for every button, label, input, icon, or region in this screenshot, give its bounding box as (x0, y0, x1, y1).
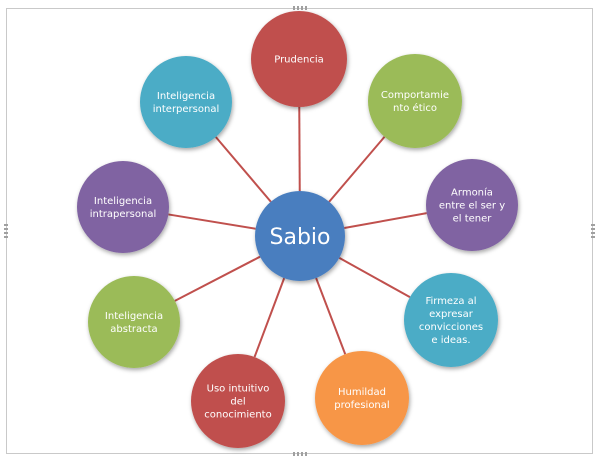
node-armonia[interactable]: Armonía entre el ser y el tener (426, 159, 518, 251)
resize-handle-left[interactable] (4, 224, 8, 238)
node-label-line: Armonía (451, 187, 493, 199)
connector-uso-intuitivo (253, 277, 286, 358)
resize-handle-right[interactable] (591, 224, 595, 238)
node-firmeza[interactable]: Firmeza al expresar convicciones e ideas. (404, 273, 498, 367)
node-label-line: profesional (334, 400, 389, 411)
center-label: Sabio (270, 225, 331, 250)
node-circle-inteligencia-intrapersonal[interactable] (77, 161, 169, 253)
node-label-line: Inteligencia (94, 196, 152, 207)
node-label-line: Inteligencia (105, 311, 163, 322)
connector-humildad (315, 277, 347, 355)
node-circle-prudencia[interactable] (251, 11, 347, 107)
node-circle-inteligencia-abstracta[interactable] (88, 276, 180, 368)
connector-inteligencia-abstracta (174, 255, 261, 302)
node-inteligencia-abstracta[interactable]: Inteligencia abstracta (88, 276, 180, 368)
node-label-inteligencia-intrapersonal: Inteligencia intrapersonal (90, 196, 156, 220)
node-circle-uso-intuitivo[interactable] (191, 354, 285, 448)
node-label-line: Humildad (338, 387, 386, 398)
node-label-line: del (230, 397, 245, 408)
node-label-line: Comportamie (381, 90, 449, 101)
node-humildad[interactable]: Humildad profesional (315, 351, 409, 445)
node-circle-firmeza[interactable] (404, 273, 498, 367)
node-label-humildad: Humildad profesional (334, 387, 389, 411)
center-circle[interactable] (255, 191, 345, 281)
node-label-line: Inteligencia (157, 91, 215, 102)
node-label-line: Uso intuitivo (207, 384, 270, 395)
node-label-line: entre el ser y (439, 201, 505, 212)
connector-lines (168, 106, 427, 358)
node-label-line: convicciones (419, 322, 483, 333)
resize-handle-bottom[interactable] (293, 452, 307, 456)
node-label-firmeza: Firmeza al expresar convicciones e ideas. (419, 296, 483, 346)
node-label-armonia: Armonía entre el ser y el tener (439, 187, 505, 225)
connector-comportamiento-etico (328, 136, 386, 203)
connector-inteligencia-interpersonal (215, 136, 272, 203)
node-label-inteligencia-interpersonal: Inteligencia interpersonal (153, 91, 219, 115)
node-circle-armonia[interactable] (426, 159, 518, 251)
node-label-line: e ideas. (431, 335, 470, 346)
node-label-line: intrapersonal (90, 209, 156, 220)
node-circle-inteligencia-interpersonal[interactable] (140, 56, 232, 148)
node-circle-humildad[interactable] (315, 351, 409, 445)
connector-firmeza (338, 257, 411, 299)
node-label-line: conocimiento (204, 410, 271, 421)
node-label-line: interpersonal (153, 104, 219, 115)
node-inteligencia-intrapersonal[interactable]: Inteligencia intrapersonal (77, 161, 169, 253)
node-uso-intuitivo[interactable]: Uso intuitivo del conocimiento (191, 354, 285, 448)
node-label-line: expresar (429, 309, 474, 320)
node-label-line: abstracta (110, 324, 157, 335)
resize-handle-top[interactable] (293, 6, 307, 10)
node-label-line: Firmeza al (425, 296, 476, 307)
node-label-inteligencia-abstracta: Inteligencia abstracta (105, 311, 163, 335)
node-circle-comportamiento-etico[interactable] (368, 54, 462, 148)
node-label-prudencia: Prudencia (274, 55, 324, 66)
center-node[interactable]: Sabio (255, 191, 345, 281)
node-prudencia[interactable]: Prudencia (251, 11, 347, 107)
node-label-uso-intuitivo: Uso intuitivo del conocimiento (204, 384, 271, 421)
node-inteligencia-interpersonal[interactable]: Inteligencia interpersonal (140, 56, 232, 148)
connector-armonia (344, 212, 427, 230)
connector-inteligencia-intrapersonal (168, 213, 256, 230)
node-label-line: el tener (453, 214, 493, 225)
node-label-line: nto ético (393, 102, 437, 114)
node-label-line: Prudencia (274, 55, 324, 66)
